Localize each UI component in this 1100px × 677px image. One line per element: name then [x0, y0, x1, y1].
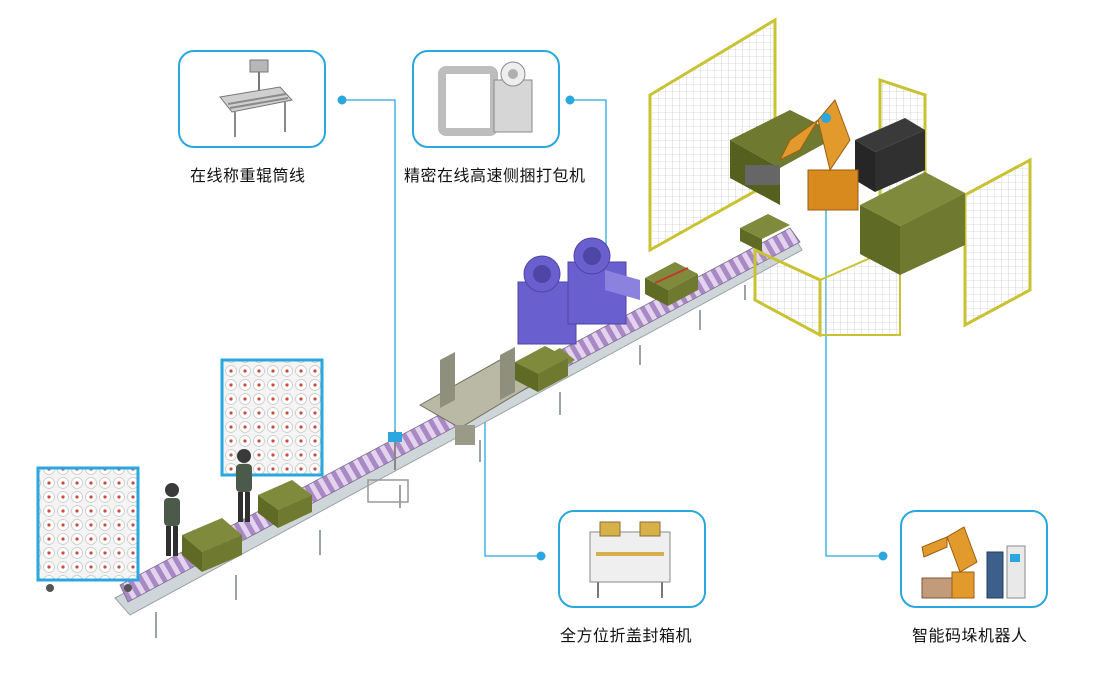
palletizing-callout-box	[900, 510, 1048, 608]
strapping-callout-box	[412, 50, 560, 148]
palletizing-connector-dot	[878, 551, 888, 561]
sealing-connector	[484, 375, 541, 557]
palletizing-cell	[648, 17, 1032, 338]
strapping-machines	[517, 237, 640, 345]
sealing-callout-box	[558, 510, 706, 608]
worker-2	[236, 449, 252, 522]
weighing-callout-box	[178, 50, 326, 148]
conveyor-legs	[155, 285, 746, 638]
strapping-connector	[570, 99, 607, 280]
sealing-connector-dot	[536, 551, 546, 561]
weighing-label: 在线称重辊筒线	[190, 166, 306, 185]
weighing-connector-dot	[337, 95, 347, 105]
carton-sealer-icon	[589, 521, 671, 598]
sealed-boxes	[515, 214, 790, 392]
open-boxes	[182, 480, 312, 572]
weighing-connector	[342, 99, 396, 445]
worker-1	[164, 483, 180, 556]
spool-rack-middle	[220, 358, 324, 477]
palletizing-robot-icon	[921, 526, 1026, 599]
strapping-machine-icon	[438, 61, 533, 136]
spool-rack-left	[36, 466, 140, 592]
sealing-label: 全方位折盖封箱机	[560, 626, 693, 645]
connector-dots	[337, 95, 888, 561]
palletizing-label: 智能码垛机器人	[912, 626, 1028, 645]
weighing-station	[367, 430, 409, 503]
roller-scale-icon	[219, 59, 293, 137]
strapping-label: 精密在线高速侧捆打包机	[404, 166, 586, 185]
strapping-connector-dot	[565, 95, 575, 105]
